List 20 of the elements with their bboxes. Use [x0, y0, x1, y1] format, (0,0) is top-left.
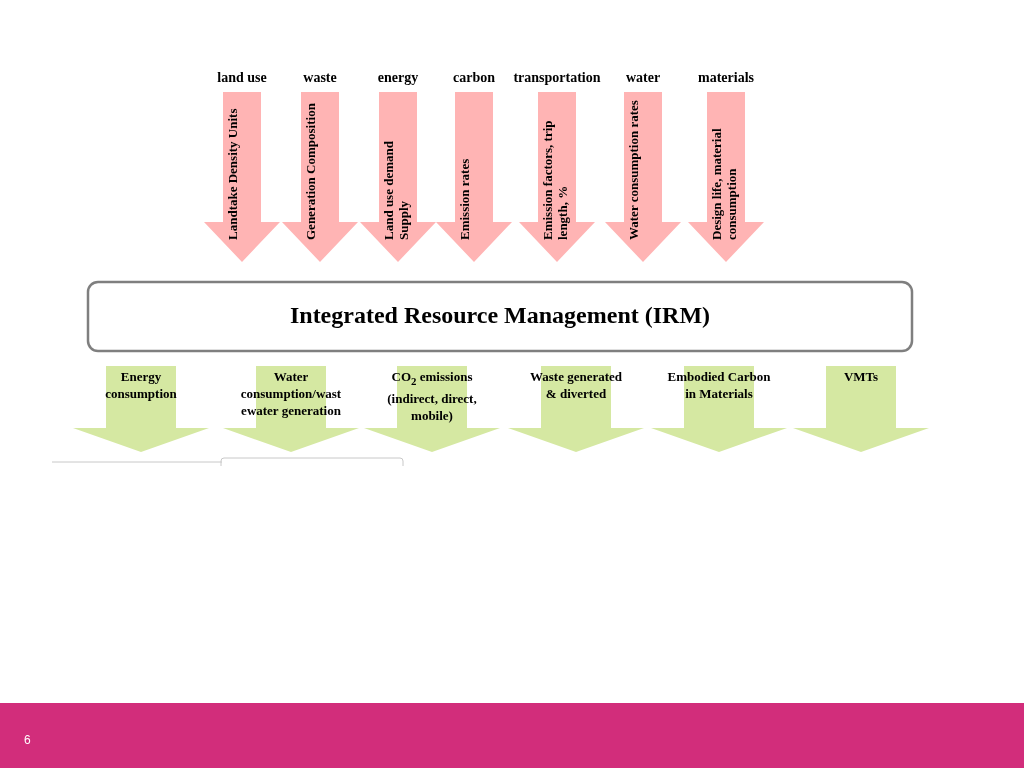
category-heading: transportation: [512, 70, 602, 86]
box-title: Integrated Resource Management (IRM): [288, 302, 712, 329]
page-number: 6: [24, 733, 31, 747]
input-label: Design life, material consumption: [709, 127, 740, 240]
category-heading: waste: [302, 70, 338, 86]
category-heading: materials: [697, 70, 755, 86]
output-label: CO$_{2}$ emissions (indirect, direct, mobile): [386, 368, 478, 424]
output-label: Energy consumption: [104, 368, 178, 402]
input-label: Generation Composition: [303, 102, 319, 240]
category-heading: land use: [216, 70, 268, 86]
input-label: Water consumption rates: [626, 100, 642, 240]
input-label: Landtake Density Units: [225, 107, 241, 240]
output-label: Embodied Carbon in Materials: [667, 368, 771, 402]
input-label: Emission factors, trip length, %: [540, 119, 571, 240]
category-heading: energy: [376, 70, 420, 86]
output-label: Water consumption/wastewater generation: [239, 368, 343, 419]
output-label: Waste generated & diverted: [528, 368, 624, 402]
output-label: VMTs: [842, 368, 880, 385]
input-label: Emission rates: [457, 157, 473, 240]
input-label: Land use demand Supply: [381, 140, 412, 240]
